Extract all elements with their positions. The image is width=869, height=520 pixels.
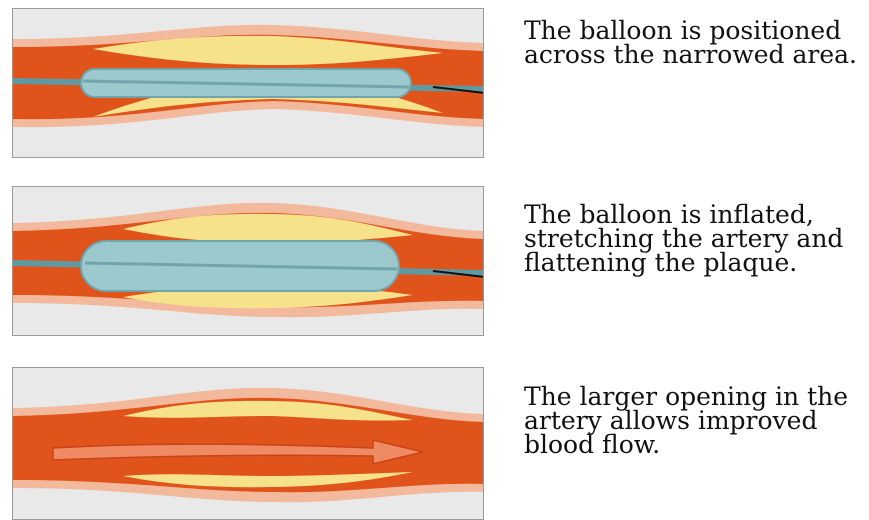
step-2-caption: The balloon is inflated, stretching the … (524, 203, 864, 275)
step-3-caption: The larger opening in the artery allows … (524, 385, 864, 457)
diagram-panel-balloon-inflated (12, 186, 484, 336)
artery-illustration (13, 9, 484, 158)
artery-illustration (13, 187, 484, 336)
step-1-caption: The balloon is positioned across the nar… (524, 19, 864, 67)
diagram-panel-balloon-positioned (12, 8, 484, 158)
artery-illustration (13, 368, 484, 520)
diagram-panel-improved-blood-flow (12, 367, 484, 520)
